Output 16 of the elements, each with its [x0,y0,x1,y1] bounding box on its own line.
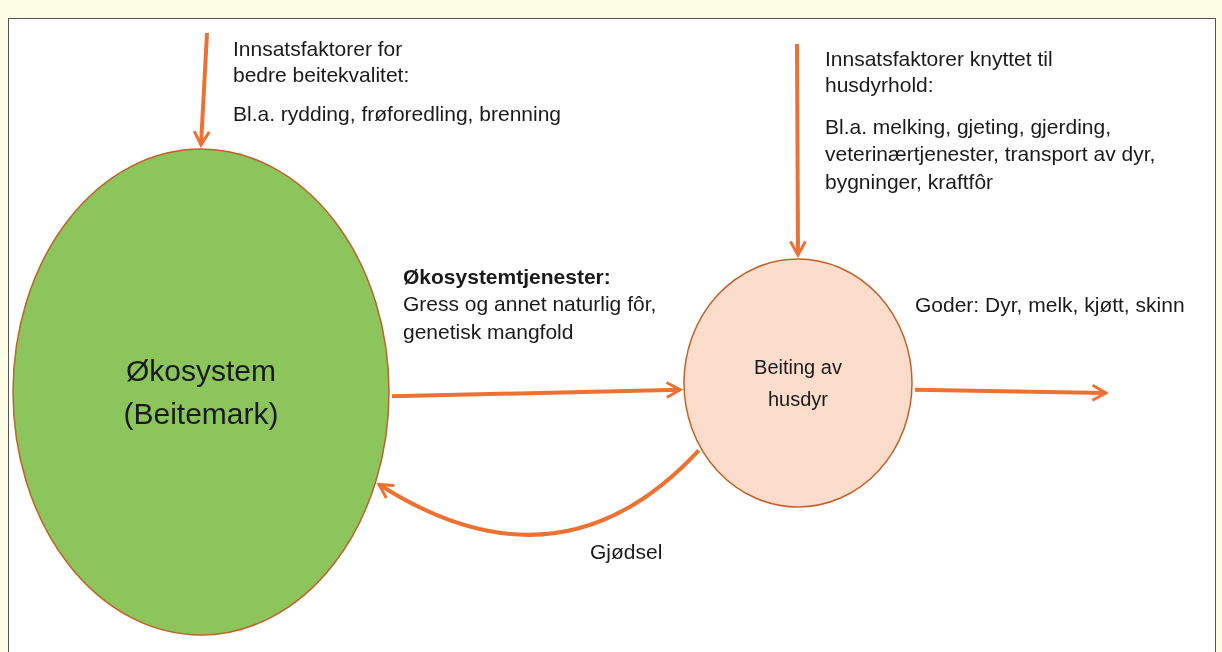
node-label: Økosystem (Beitemark) [122,352,280,432]
arrow [391,381,682,399]
annotation-text: Innsatsfaktorer for bedre beitekvalitet: [233,36,411,89]
arrow [914,383,1108,402]
annotation-text: Bl.a. rydding, frøforedling, brenning [233,101,562,127]
annotation-text: Bl.a. melking, gjeting, gjerding, veterinærtjenester, transport av dyr, bygninger, kraftfôr [825,114,1157,195]
edge-label: Goder: Dyr, melk, kjøtt, skinn [915,292,1186,318]
ellipse-node [12,148,390,636]
edge-label: Gjødsel [590,539,663,565]
arrow [377,448,701,537]
ellipse-node [683,258,913,508]
node-label: Beiting av husdyr [753,355,843,412]
edge-label: Økosystemtjenester: Gress og annet naturlig fôr, genetisk mangfold [403,264,658,345]
arrow [192,32,211,147]
annotation-text: Innsatsfaktorer knyttet til husdyrhold: [825,46,1054,99]
arrow [788,44,807,257]
